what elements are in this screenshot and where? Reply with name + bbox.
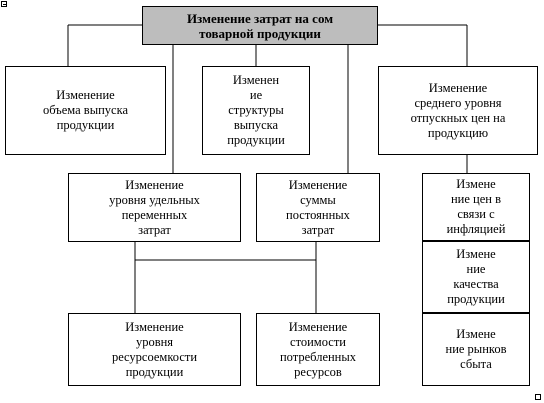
node-structure-change: Изменен ие структуры выпуска продукции [202,66,310,155]
node-market-change: Измене ние рынков сбыта [422,313,530,386]
node-price-level-change: Изменение среднего уровня отпускных цен … [378,66,538,155]
node-resource-cost: Изменение стоимости потребленных ресурсо… [256,313,380,386]
node-inflation-price-change: Измене ние цен в связи с инфляцией [422,173,530,241]
node-resource-intensity: Изменение уровня ресурсоемкости продукци… [68,313,241,386]
node-volume-change: Изменение объема выпуска продукции [5,66,166,155]
node-fixed-costs: Изменение суммы постоянных затрат [256,173,380,242]
node-variable-costs: Изменение уровня удельных переменных зат… [68,173,241,242]
resize-handle-icon [535,394,541,400]
root-node: Изменение затрат на сом товарной продукц… [142,6,378,45]
node-quality-change: Измене ние качества продукции [422,241,530,313]
object-anchor-icon [1,1,7,7]
